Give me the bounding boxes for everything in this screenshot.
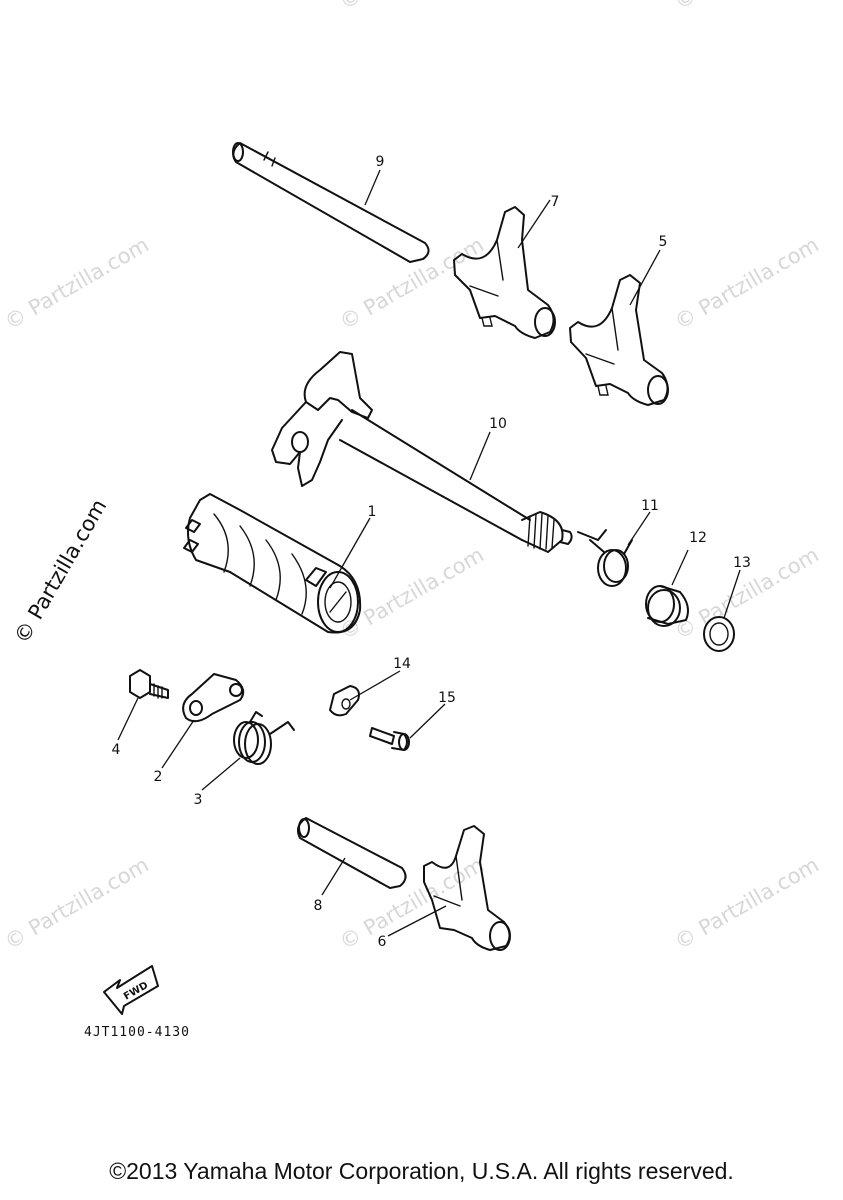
diagram-code: 4JT1100-4130: [84, 1025, 190, 1040]
copyright-notice: ©2013 Yamaha Motor Corporation, U.S.A. A…: [109, 1158, 734, 1184]
callout-5: 5: [659, 234, 668, 250]
side-watermark: © Partzilla.com: [10, 495, 112, 647]
callout-12: 12: [689, 530, 707, 546]
part-8-shaft: [297, 817, 407, 889]
part-1-shift-drum: [183, 493, 362, 634]
callout-1: 1: [368, 504, 377, 520]
callout-leaders: [117, 169, 741, 937]
part-13-seal: [703, 616, 735, 652]
part-5-shift-fork: [569, 274, 669, 406]
callout-15: 15: [438, 690, 456, 706]
callout-9: 9: [376, 154, 385, 170]
part-6-shift-fork: [423, 825, 511, 951]
part-11-spring: [577, 529, 633, 587]
part-9-shaft: [232, 142, 430, 263]
callout-8: 8: [314, 898, 323, 914]
callout-10: 10: [489, 416, 507, 432]
callout-3: 3: [194, 792, 203, 808]
callout-14: 14: [393, 656, 411, 672]
part-4-bolt: [129, 669, 169, 699]
watermark: © Partzilla.com: [671, 853, 823, 955]
part-3-spring: [233, 711, 295, 765]
callout-4: 4: [112, 742, 121, 758]
part-14-plate: [329, 685, 360, 717]
part-2-stopper-lever: [182, 673, 245, 723]
part-12-collar: [645, 585, 689, 627]
watermark: © Partzilla.com: [336, 233, 488, 335]
callout-labels: 9 7 5 10 1 11 12 13 14 15 4 2 3 8 6: [112, 154, 751, 950]
callout-11: 11: [641, 498, 659, 514]
callout-7: 7: [551, 194, 560, 210]
callout-2: 2: [154, 769, 163, 785]
part-10-shift-shaft: [271, 351, 573, 553]
watermark: © Partzilla.com: [1, 853, 153, 955]
watermark: © Partzilla.com: [336, 0, 488, 14]
watermark-layer: © Partzilla.com © Partzilla.com © Partzi…: [1, 0, 823, 954]
watermark: © Partzilla.com: [1, 233, 153, 335]
fwd-arrow-icon: FWD: [103, 965, 159, 1015]
watermark: © Partzilla.com: [671, 233, 823, 335]
part-7-shift-fork: [453, 206, 556, 339]
callout-6: 6: [378, 934, 387, 950]
callout-13: 13: [733, 555, 751, 571]
part-15-screw: [369, 727, 410, 751]
watermark: © Partzilla.com: [336, 853, 488, 955]
watermark: © Partzilla.com: [671, 0, 823, 14]
